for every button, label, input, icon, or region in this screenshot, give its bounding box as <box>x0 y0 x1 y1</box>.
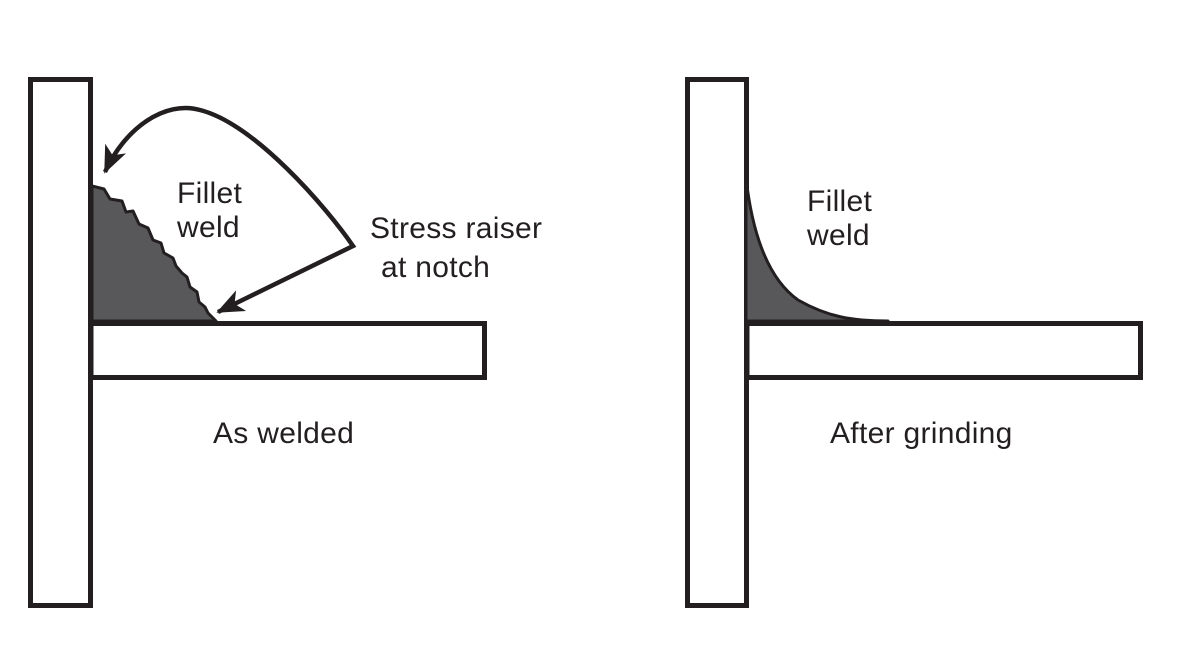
right-vertical-plate <box>685 77 749 608</box>
left-horizontal-plate <box>88 321 487 380</box>
right-horizontal-plate <box>744 321 1143 380</box>
after-grinding-panel: Fillet weld After grinding <box>685 77 1143 608</box>
left-fillet-weld-label-line1: Fillet <box>177 177 243 210</box>
stress-raiser-label-line1: Stress raiser <box>370 212 542 245</box>
after-grinding-caption: After grinding <box>830 417 1013 450</box>
left-fillet-weld-label-line2: weld <box>176 211 240 244</box>
as-welded-panel: Fillet weld Stress raiser at notch As we… <box>28 77 542 608</box>
fillet-weld-shape-after-grinding <box>744 176 890 323</box>
right-fillet-weld-label-line1: Fillet <box>807 185 873 218</box>
stress-raiser-arrow <box>102 105 357 315</box>
stress-raiser-label-line2: at notch <box>381 251 490 284</box>
right-fillet-weld-label-line2: weld <box>806 219 870 252</box>
as-welded-caption: As welded <box>213 417 354 450</box>
left-vertical-plate <box>28 77 93 608</box>
